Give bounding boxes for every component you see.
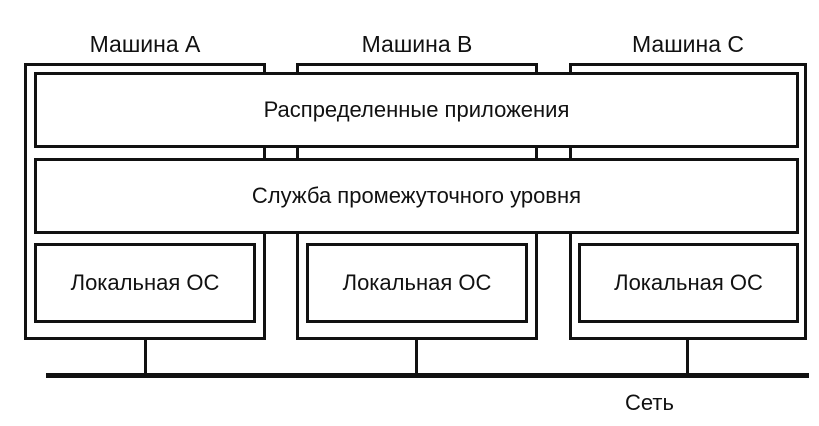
local-os-b-label: Локальная ОС — [342, 270, 492, 295]
machine-a-label: Машина А — [89, 31, 201, 57]
network-bus — [46, 373, 809, 378]
machine-b-label: Машина В — [361, 31, 473, 57]
machine-a-network-connector — [144, 340, 147, 374]
distributed-applications-label: Распределенные приложения — [263, 97, 570, 122]
local-os-c: Локальная ОС — [578, 243, 799, 323]
network-label: Сеть — [625, 390, 674, 415]
distributed-applications-layer: Распределенные приложения — [34, 72, 799, 148]
middleware-layer: Служба промежуточного уровня — [34, 158, 799, 234]
local-os-b: Локальная ОС — [306, 243, 528, 323]
machine-c-network-connector — [686, 340, 689, 374]
machine-b-network-connector — [415, 340, 418, 374]
local-os-c-label: Локальная ОС — [614, 270, 763, 295]
local-os-a: Локальная ОС — [34, 243, 256, 323]
middleware-label: Служба промежуточного уровня — [251, 183, 582, 208]
machine-c-label: Машина С — [631, 31, 744, 57]
local-os-a-label: Локальная ОС — [70, 270, 220, 295]
